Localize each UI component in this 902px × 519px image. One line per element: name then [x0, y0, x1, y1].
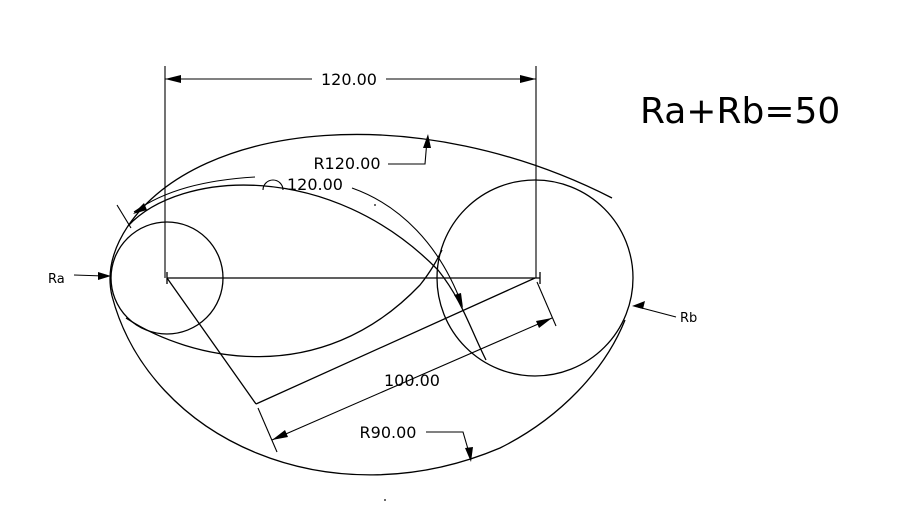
arrowhead: [98, 272, 111, 280]
inner-lower-arc: [125, 249, 443, 358]
label-ra: Ra: [48, 272, 65, 287]
label-rb: Rb: [680, 311, 697, 326]
dimension-horizontal: 120.00: [164, 66, 537, 278]
extension-line-upper: [536, 281, 557, 327]
dimension-label-100: 100.00: [384, 371, 440, 390]
geometry: [109, 133, 634, 501]
inner-upper-arc: [127, 184, 487, 361]
arc-symbol: [262, 179, 284, 191]
dimension-label-r120: R120.00: [313, 154, 380, 173]
arrowhead: [454, 293, 463, 308]
arc-dimension-line-right: [351, 187, 463, 306]
dimension-label-120: 120.00: [321, 70, 377, 89]
extension-tick: [116, 204, 132, 229]
dimension-radius-upper: R120.00: [313, 134, 431, 173]
dimension-label-arc-120: 120.00: [287, 175, 343, 194]
leader-line: [388, 139, 428, 165]
dimension-arc-length: 120.00: [116, 175, 463, 308]
stray-dot: [374, 204, 376, 206]
arrowhead: [465, 447, 473, 462]
arrowhead: [536, 318, 552, 328]
equation-text: Ra+Rb=50: [640, 91, 840, 132]
arrowhead: [165, 75, 181, 83]
outer-lower-arc: [111, 295, 626, 476]
dimension-line: [271, 317, 553, 441]
construction-line-slanted: [255, 277, 536, 405]
extension-line-lower: [257, 407, 278, 453]
dimension-slanted: 100.00: [257, 281, 557, 453]
left-end-arc: [109, 225, 129, 297]
arrowhead: [520, 75, 536, 83]
arrowhead: [272, 430, 288, 440]
outer-upper-arc: [127, 133, 613, 227]
dimension-radius-lower: R90.00: [360, 423, 473, 462]
label-ra-group: Ra: [48, 272, 111, 287]
leader-line: [426, 431, 471, 457]
arrowhead: [133, 203, 147, 214]
stray-dot: [384, 499, 386, 501]
construction-line-left: [166, 277, 257, 405]
arrowhead: [632, 301, 645, 309]
leader-line: [637, 306, 677, 318]
label-rb-group: Rb: [632, 301, 697, 326]
dimension-label-r90: R90.00: [360, 423, 417, 442]
arrowhead: [423, 134, 431, 148]
